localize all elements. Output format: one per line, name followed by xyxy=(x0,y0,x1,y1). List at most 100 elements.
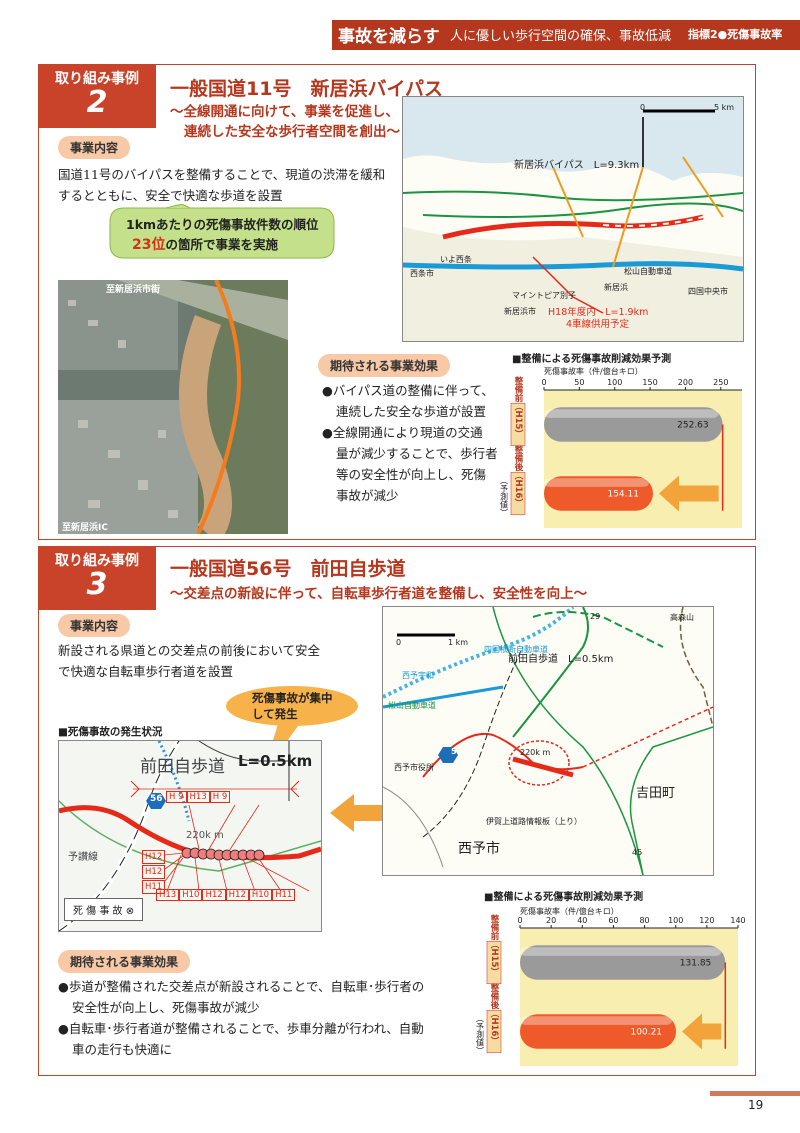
header-main: 事故を減らす xyxy=(338,27,440,47)
case3-label-top-1: H 9 xyxy=(166,791,187,803)
case2-photo-label-bottom: 至新居浜IC xyxy=(62,523,108,533)
case2-chart-xlabel: 死傷事故率（件/億台キロ） xyxy=(544,367,643,376)
case2-map-scale-5: 5 km xyxy=(714,103,735,112)
case3-chart-note: （予測値） xyxy=(476,1014,485,1054)
case2-map-city-3: 四国中央市 xyxy=(688,287,728,296)
case2-tab-label: 取り組み事例 xyxy=(55,71,139,87)
case3-chart-bar-shine-0 xyxy=(520,947,722,956)
case3-balloon-2: して発生 xyxy=(252,707,298,721)
case3-label-bottom-5: H10 xyxy=(248,889,273,901)
case3-content-1: 新設される県道との交差点の前後において安全 xyxy=(58,643,321,658)
case3-chart-tick-label-0: 0 xyxy=(517,916,522,925)
case3-effect-line-3: ●自転車･歩行者道が整備されることで、歩車分離が行われ、自動 xyxy=(58,1021,424,1036)
case2-chart-tick-label-3: 150 xyxy=(642,378,657,387)
case2-map-note-1: H18年度内 L=1.9km xyxy=(548,307,649,318)
case3-chart-bar-1 xyxy=(520,1014,677,1049)
case3-content-label: 事業内容 xyxy=(58,614,131,637)
case2-chart-title: ■整備による死傷事故削減効果予測 xyxy=(512,354,672,365)
case3-chart-tick-label-1: 20 xyxy=(546,916,556,925)
case3-label-left-3: H11 xyxy=(142,880,166,894)
case3-chart-value-label-1: 100.21 xyxy=(631,1028,663,1038)
case3-chart-value-label-0: 131.85 xyxy=(680,959,712,969)
case2-effect-line-5: 等の安全性が向上し、死傷 xyxy=(336,467,487,482)
case2-map-jct: マイントピア別子 xyxy=(512,291,576,300)
case3-chart-reduction-arrow xyxy=(682,1013,722,1050)
case3-detail-title: 前田自歩道 xyxy=(140,757,225,777)
case3-map-kp: 220k m xyxy=(520,748,551,757)
case3-label-bottom-3: H12 xyxy=(202,889,226,901)
case2-map xyxy=(402,96,744,342)
case3-label-left-2: H12 xyxy=(142,865,166,879)
case2-chart-tick-label-0: 0 xyxy=(541,378,546,387)
case2-chart-tick-label-4: 200 xyxy=(678,378,693,387)
case2-chart-category-0: 整備前（H15） xyxy=(513,376,524,438)
case2-chart-tick-label-2: 100 xyxy=(607,378,622,387)
case2-content-2: するとともに、安全で快適な歩道を設置 xyxy=(58,188,283,203)
case2-callout-rank: 23位 xyxy=(132,237,166,253)
case2-chart-tick-label-1: 50 xyxy=(574,378,584,387)
case3-chart-cat-bg-1 xyxy=(486,1009,502,1054)
case2-map-road-2: 松山自動車道 xyxy=(624,267,672,276)
case2-map-road-label: 新居浜バイパス L=9.3km xyxy=(514,160,640,171)
case3-balloon-1: 死傷事故が集中 xyxy=(252,691,333,705)
case3-map-mountain: 高森山 xyxy=(670,613,694,622)
case2-callout-shape xyxy=(109,204,335,259)
case2-content-label: 事業内容 xyxy=(58,136,131,159)
case2-chart-note: （予測値） xyxy=(500,476,509,516)
case3-detail-kp: 220k m xyxy=(186,830,224,841)
case2-chart-bar-shine-0 xyxy=(544,409,719,418)
case3-map-route-29: 29 xyxy=(590,612,601,621)
case3-label-left-1: H12 xyxy=(142,850,166,864)
case3-subtitle: ～交差点の新設に伴って、自転車歩行者道を整備し、安全性を向上～ xyxy=(170,586,588,602)
case3-effect-line-4: 車の走行も快適に xyxy=(72,1042,173,1057)
case3-detail-length: L=0.5km xyxy=(238,752,313,770)
case2-map-ic-1: いよ西条 xyxy=(440,255,472,264)
case3-arrow xyxy=(330,794,408,832)
header-sub: 人に優しい歩行空間の確保、事故低減 xyxy=(450,29,672,44)
case2-callout-rest: の箇所で事業を実施 xyxy=(165,237,278,252)
case2-map-ic-2: 新居浜 xyxy=(604,283,628,292)
case3-label-bottom-2: H10 xyxy=(179,889,203,901)
case2-callout-2: 23位の箇所で事業を実施 xyxy=(132,234,278,254)
case3-map-art xyxy=(383,607,713,875)
case3-chart-tick-label-3: 60 xyxy=(608,916,618,925)
case2-map-scale-0: 0 xyxy=(640,103,646,112)
case3-detail-route: 56 xyxy=(150,794,163,804)
case2-effects: ●バイパス道の整備に伴って、 連続した安全な歩道が設置 ●全線開通により現道の交… xyxy=(322,380,506,506)
case3-title: 一般国道56号 前田自歩道 xyxy=(170,558,406,580)
case3-map-city-2: 吉田町 xyxy=(636,786,676,801)
case3-map xyxy=(382,606,714,876)
case2-map-city-1: 西条市 xyxy=(410,269,434,278)
case2-map-city-2: 新居浜市 xyxy=(504,307,536,316)
case3-label-top-2: H13 xyxy=(186,791,210,803)
case3-accident-title: ■死傷事故の発生状況 xyxy=(58,726,163,738)
case2-tab-number: 2 xyxy=(86,85,108,120)
case2-callout-1: 1kmあたりの死傷事故件数の順位 xyxy=(126,217,319,232)
case2-title: 一般国道11号 新居浜バイパス xyxy=(170,78,444,100)
case3-chart-category-0: 整備前（H15） xyxy=(489,914,500,976)
case2-photo-label-top: 至新居浜市街 xyxy=(106,285,161,295)
case3-chart-bar-0 xyxy=(520,945,726,980)
case3-label-bottom-4: H12 xyxy=(225,889,249,901)
case3-detail-map xyxy=(58,740,322,932)
case3-chart-cat-bg-0 xyxy=(486,940,502,985)
case2-content-1: 国道11号のバイパスを整備することで、現道の渋滞を緩和 xyxy=(58,167,386,182)
case3-legend: 死 傷 事 故 ⊗ xyxy=(64,898,144,921)
case3-map-expressway-2: 松山自動車道 xyxy=(388,701,436,710)
page-bar xyxy=(710,1091,800,1096)
case2-effect-line-2: 連続した安全な歩道が設置 xyxy=(336,404,487,419)
case3-map-scale-1: 1 km xyxy=(448,638,469,647)
case3-map-expressway: 四国横断自動車道 xyxy=(484,645,548,654)
case3-label-top-3: H 9 xyxy=(209,791,231,803)
case3-effect-label: 期待される事業効果 xyxy=(58,950,191,973)
case3-map-road-label: 前田自歩道 L=0.5km xyxy=(508,654,614,665)
page-number: 19 xyxy=(748,1098,764,1112)
case2-subtitle-1: ～全線開通に向けて、事業を促進し、 xyxy=(170,104,399,120)
case3-map-office: 西予市役所 xyxy=(394,763,434,772)
case2-effect-line-4: 量が減少することで、歩行者 xyxy=(336,446,498,461)
case3-chart-tick-label-7: 140 xyxy=(730,916,745,925)
case2-chart-bar-shine-1 xyxy=(544,478,649,487)
case3-map-ic: 西予宇和 xyxy=(402,671,434,680)
